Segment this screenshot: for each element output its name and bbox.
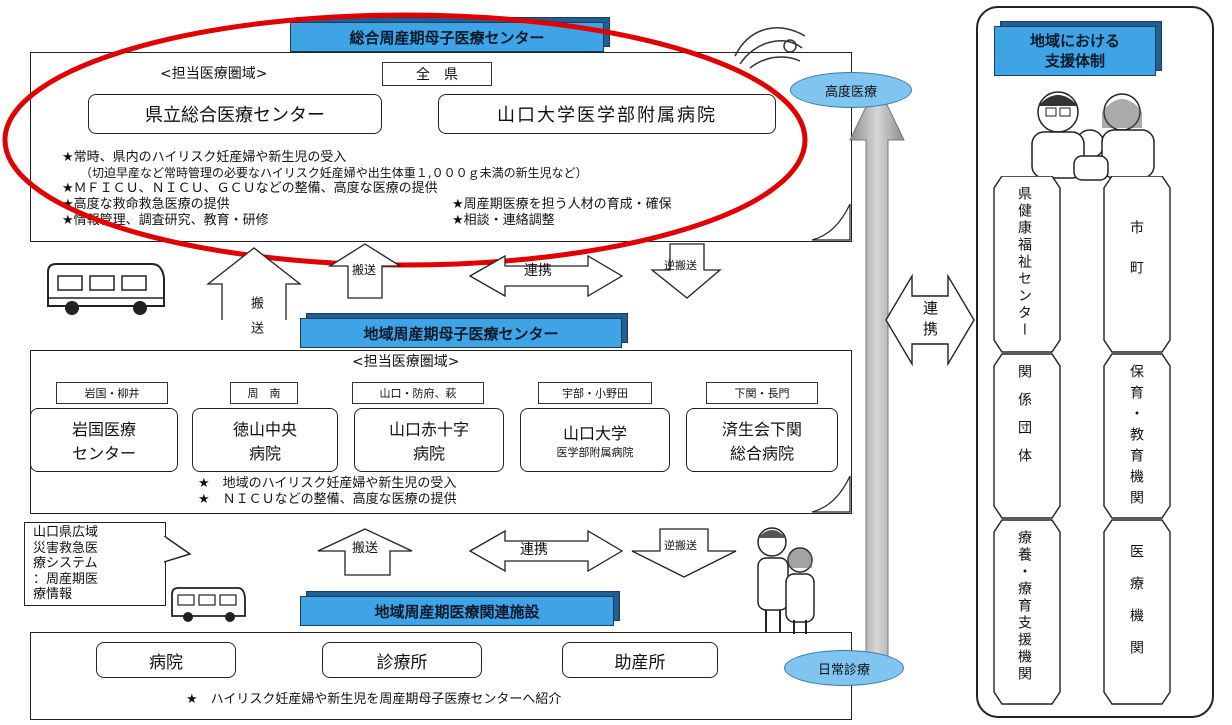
mid-hospital-5-line2: 総合病院	[729, 444, 794, 463]
arrow-label-transfer-up: 搬送	[352, 263, 377, 277]
lower-arrows	[317, 528, 737, 578]
mid-hospital-3-line2: 病院	[412, 444, 445, 463]
main-diagram: 総合周産期母子医療センター <担当医療圏域> 全 県 県立総合医療センター 山口…	[2, 12, 852, 720]
mid-area-label: <担当医療圏域>	[352, 354, 460, 370]
top-note-2: （切迫早産など常時管理の必要なハイリスク妊産婦や出生体重１,０００ｇ未満の新生児…	[80, 166, 588, 180]
mid-hospital-4: 山口大学 医学部附属病院	[520, 408, 670, 472]
bottom-facility-2: 診療所	[322, 642, 482, 678]
mid-hospital-4-line2: 医学部附属病院	[556, 446, 634, 459]
mid-center-banner: 地域周産期母子医療センター	[300, 318, 622, 348]
highlight-ellipse	[2, 12, 808, 268]
mid-hospital-3: 山口赤十字 病院	[354, 408, 504, 472]
arrow-label-reverse-transfer: 逆搬送	[664, 259, 697, 272]
top-note-5: ★周産期医療を担う人材の育成・確保	[452, 197, 672, 212]
top-note-4: ★高度な救命救急医療の提供	[62, 197, 230, 212]
lower-arrow-label-transfer: 搬送	[352, 541, 379, 556]
bottom-banner: 地域周産期医療関連施設	[300, 596, 614, 626]
mid-hospital-5: 済生会下関 総合病院	[686, 408, 838, 472]
lower-arrow-label-cooperation: 連携	[520, 542, 548, 558]
bottom-facility-1: 病院	[96, 642, 236, 678]
mid-note-2: ★ ＮＩＣＵなどの整備、高度な医療の提供	[198, 492, 457, 507]
decorative-sketch-icon	[734, 27, 806, 69]
disaster-system-callout: 山口県広域 災害救急医 療システム ：周産期医 療情報	[24, 522, 166, 606]
mid-hospital-5-line1: 済生会下関	[721, 420, 802, 439]
cooperation-label: 連携	[921, 300, 939, 342]
mid-hospital-1-line2: センター	[71, 444, 136, 463]
mid-hospital-1: 岩国医療 センター	[30, 408, 178, 472]
page-curl-mid	[812, 476, 851, 513]
right-col-municipality: 市町	[1128, 220, 1144, 300]
arrow-label-cooperation: 連携	[524, 263, 552, 279]
couple-illustration-icon	[757, 527, 815, 634]
callout-pointer	[164, 536, 192, 563]
top-note-7: ★相談・連絡調整	[452, 213, 555, 228]
mid-area-1: 岩国・柳井	[56, 382, 168, 404]
left-col-related-orgs: 関係団体	[1016, 364, 1032, 476]
callout-line-2: 災害救急医	[33, 540, 99, 556]
mid-area-5: 下関・長門	[706, 382, 818, 404]
ambulance-icon	[47, 263, 165, 315]
left-col-health-center: 県健康福祉センター	[1016, 186, 1032, 339]
right-col-childcare-edu: 保育・教育機関	[1128, 364, 1144, 511]
cooperation-double-arrow	[885, 273, 975, 367]
column-right-shapes	[1103, 176, 1171, 705]
upper-arrows	[206, 243, 722, 320]
mid-hospital-2: 徳山中央 病院	[192, 408, 338, 472]
sidebar-title-line1: 地域における	[1029, 32, 1120, 50]
oval-daily-care: 日常診療	[784, 650, 904, 686]
top-hospital-1: 県立総合医療センター	[88, 94, 382, 134]
sidebar-title: 地域における 支援体制	[994, 26, 1156, 76]
family-illustration-icon	[1031, 91, 1155, 181]
bottom-facility-3: 助産所	[562, 642, 718, 678]
top-hospital-2: 山口大学医学部附属病院	[438, 94, 776, 134]
left-col-support-orgs: 療養・療育支援機関	[1016, 530, 1032, 683]
column-left-shapes	[993, 176, 1061, 705]
mid-hospital-3-line1: 山口赤十字	[388, 420, 469, 439]
top-area-label: <担当医療圏域>	[160, 66, 268, 82]
top-area-value: 全 県	[382, 62, 492, 86]
top-note-1: ★常時、県内のハイリスク妊産婦や新生児の受入	[62, 150, 347, 165]
top-center-banner: 総合周産期母子医療センター	[290, 22, 604, 52]
right-col-medical-orgs: 医療機関	[1128, 544, 1144, 672]
mid-hospital-2-line1: 徳山中央	[232, 420, 297, 439]
page-curl-top	[812, 204, 851, 241]
lower-arrow-label-reverse: 逆搬送	[664, 539, 697, 552]
mid-hospital-1-line1: 岩国医療	[71, 420, 136, 439]
mid-area-4: 宇部・小野田	[538, 382, 652, 404]
mid-area-3: 山口・防府、萩	[352, 382, 484, 404]
oval-advanced-care: 高度医療	[790, 72, 912, 108]
mid-hospital-2-line2: 病院	[248, 444, 281, 463]
support-sidebar: 地域における 支援体制 県健康福祉センター 関係団体 療養・療育支援機関 市町 …	[976, 6, 1214, 718]
mid-area-2: 周 南	[230, 382, 298, 404]
sidebar-title-line2: 支援体制	[1044, 52, 1105, 70]
bottom-note: ★ ハイリスク妊産婦や新生児を周産期母子医療センターへ紹介	[186, 692, 562, 707]
callout-line-3: 療システム	[33, 556, 98, 571]
callout-line-5: 療情報	[33, 587, 73, 602]
mid-note-1: ★ 地域のハイリスク妊産婦や新生児の受入	[198, 476, 457, 491]
ambulance-small-icon	[171, 587, 246, 622]
arrow-label-transfer-vertical: 搬送	[248, 296, 263, 346]
callout-line-4: ：周産期医	[33, 571, 99, 587]
mid-hospital-4-line1: 山口大学	[562, 424, 627, 443]
callout-line-1: 山口県広域	[33, 525, 99, 540]
vertical-scale-arrow	[849, 82, 905, 677]
top-note-3: ★ＭＦＩＣＵ、ＮＩＣＵ、ＧＣＵなどの整備、高度な医療の提供	[62, 181, 438, 196]
